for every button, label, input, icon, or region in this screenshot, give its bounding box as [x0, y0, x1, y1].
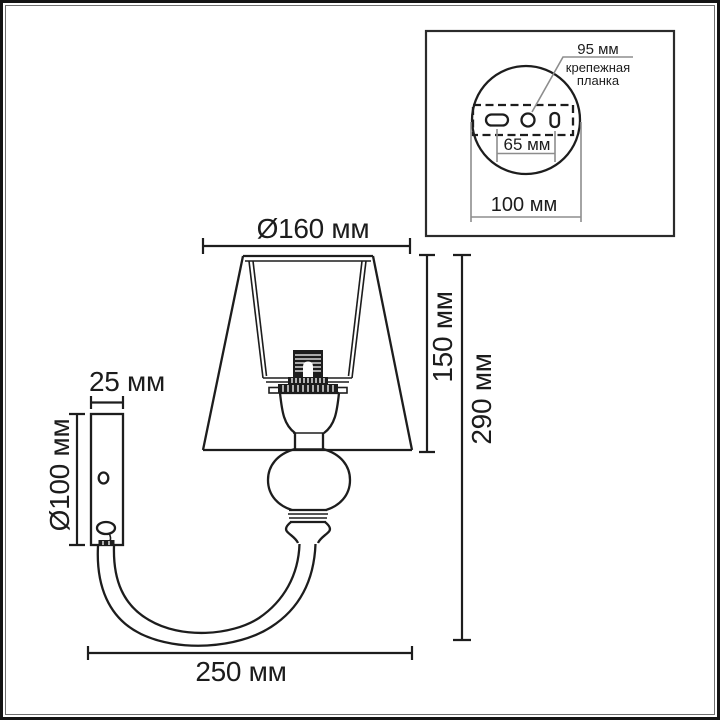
glass-left-outer	[248, 260, 264, 379]
keyhole-slot-left	[484, 113, 510, 127]
glass-right-inner	[347, 260, 363, 377]
mount-label-line1: крепежная	[566, 60, 630, 75]
cup-right	[323, 392, 341, 434]
foot-left	[284, 521, 300, 544]
bulb-right	[322, 447, 352, 512]
plate-dimension-label: 95 мм	[577, 41, 618, 58]
glass-right-outer	[351, 260, 367, 379]
dimension-ticks	[86, 646, 414, 660]
keyhole-slot-right	[549, 111, 561, 129]
lamp-socket-assembly	[268, 350, 348, 394]
glass-left-inner	[252, 260, 268, 377]
inset-border	[424, 29, 676, 238]
extension-lines-100	[470, 122, 582, 222]
shade-left-edge	[201, 255, 245, 451]
arm-inner-edge	[112, 543, 301, 635]
foot-right	[316, 521, 332, 544]
neck-sides	[293, 433, 325, 449]
dimension-ticks	[69, 412, 85, 547]
cup-left	[278, 392, 296, 434]
projection-depth-label: 250 мм	[195, 656, 286, 687]
bracket-length-label: Ø100 мм	[44, 419, 75, 532]
bulb-opening	[303, 361, 313, 378]
bulb-left	[266, 447, 296, 512]
mounting-bar-dashed-outline	[471, 103, 575, 137]
dimension-bracket-width: 25 мм	[89, 366, 165, 409]
dimension-ticks	[419, 253, 435, 454]
knob-stem	[108, 532, 112, 542]
joint-base-ribs	[102, 541, 110, 545]
bracket-plate	[89, 412, 125, 547]
bracket-screw-hole	[97, 471, 110, 485]
curved-arm	[96, 543, 317, 647]
dimension-projection-depth: 250 мм	[86, 646, 414, 687]
dimension-shade-height: 150 мм	[419, 253, 458, 454]
center-wire-hole	[520, 112, 536, 128]
shade-right-edge	[371, 255, 414, 451]
mounting-plate-inset: 95 мм крепежная планка 65 мм 100 мм	[424, 29, 676, 238]
dimension-ticks	[453, 253, 471, 642]
dimension-ticks	[201, 238, 412, 254]
mount-label-line2: планка	[577, 73, 620, 88]
mount-plate-back-circle	[470, 64, 582, 176]
bracket-width-label: 25 мм	[89, 366, 165, 397]
arm-joint-base	[98, 540, 115, 546]
plate-width-label: 100 мм	[491, 194, 557, 216]
dimension-bracket-length: Ø100 мм	[44, 412, 85, 547]
lamp-shade	[201, 254, 414, 452]
collar-ribs	[291, 378, 325, 383]
dimension-shade-diameter: Ø160 мм	[201, 213, 412, 254]
hole-spacing-label: 65 мм	[503, 135, 550, 154]
arm-outer-edge	[96, 543, 317, 647]
shade-height-label: 150 мм	[427, 291, 458, 382]
wall-bracket	[89, 412, 125, 547]
total-height-label: 290 мм	[466, 353, 497, 444]
leader-line-95	[531, 56, 633, 113]
flange-ribs	[282, 385, 334, 392]
extension-lines-65	[496, 129, 556, 162]
arm-joint-knob	[95, 520, 117, 536]
dimension-total-height: 290 мм	[453, 253, 497, 642]
dimension-ticks	[89, 396, 125, 409]
lamp-stem	[266, 391, 352, 544]
shade-diameter-label: Ø160 мм	[257, 213, 370, 244]
